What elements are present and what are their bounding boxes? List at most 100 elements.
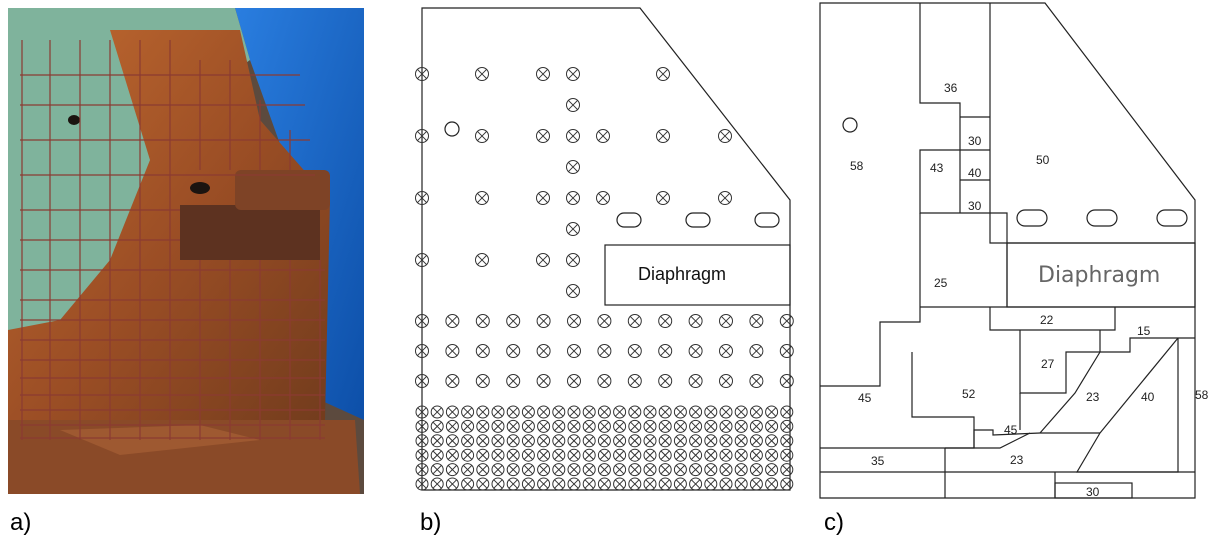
region-boundaries [820, 3, 1195, 499]
measurement-point-icon [566, 222, 580, 236]
measurement-point-icon [658, 344, 673, 358]
measurement-point-icon [537, 448, 551, 462]
measurement-point-icon [445, 419, 459, 433]
measurement-point-icon [597, 344, 612, 358]
measurement-point-icon [537, 405, 551, 419]
region-value: 45 [1004, 423, 1018, 437]
measurement-point-icon [628, 405, 642, 419]
region-value: 40 [968, 166, 982, 180]
measurement-point-icon [749, 374, 764, 388]
measurement-points [415, 67, 794, 491]
measurement-point-icon [689, 434, 703, 448]
region-value: 58 [850, 159, 864, 173]
hole-icon [190, 182, 210, 194]
diaphragm-box [1006, 242, 1196, 308]
measurement-point-icon [719, 419, 733, 433]
measurement-point-icon [491, 477, 505, 491]
measurement-point-icon [445, 434, 459, 448]
measurement-point-icon [567, 344, 581, 358]
measurement-point-icon [718, 129, 732, 143]
region-value: 43 [930, 161, 944, 175]
measurement-point-icon [552, 419, 566, 433]
measurement-point-icon [689, 448, 703, 462]
measurement-point-icon [552, 477, 566, 491]
measurement-point-icon [506, 463, 520, 477]
measurement-point-icon [552, 405, 566, 419]
measurement-point-icon [704, 463, 718, 477]
measurement-point-icon [597, 314, 612, 328]
region-values: 58 36 30 43 40 30 50 25 22 15 27 52 23 4… [850, 81, 1209, 499]
measurement-point-icon [536, 191, 550, 205]
measurement-point-icon [537, 434, 551, 448]
measurement-point-icon [765, 405, 779, 419]
measurement-point-icon [688, 374, 703, 388]
slot-icon [1156, 209, 1188, 227]
measurement-point-icon [430, 434, 444, 448]
measurement-point-icon [536, 344, 551, 358]
measurement-point-icon [643, 477, 657, 491]
measurement-point-icon [552, 434, 566, 448]
measurement-point-icon [765, 434, 779, 448]
measurement-point-icon [475, 129, 489, 143]
region-value: 30 [968, 199, 982, 213]
measurement-point-icon [567, 434, 581, 448]
measurement-point-icon [430, 405, 444, 419]
slot-icon [1016, 209, 1048, 227]
measurement-point-icon [415, 463, 429, 477]
measurement-point-icon [688, 314, 703, 328]
measurement-point-icon [566, 67, 580, 81]
region-value: 22 [1040, 313, 1054, 327]
measurement-point-icon [780, 419, 794, 433]
measurement-point-icon [475, 314, 490, 328]
measurement-point-icon [689, 463, 703, 477]
region-value: 15 [1137, 324, 1151, 338]
region-value: 30 [968, 134, 982, 148]
measurement-point-icon [779, 374, 794, 388]
region-value: 23 [1010, 453, 1024, 467]
measurement-point-icon [658, 448, 672, 462]
measurement-point-icon [506, 419, 520, 433]
region-value: 27 [1041, 357, 1055, 371]
measurement-point-icon [658, 405, 672, 419]
measurement-point-icon [506, 314, 521, 328]
measurement-point-icon [566, 253, 580, 267]
measurement-point-icon [415, 405, 429, 419]
measurement-point-icon [582, 448, 596, 462]
measurement-point-icon [475, 191, 489, 205]
diaphragm-label: Diaphragm [1038, 263, 1160, 288]
measurement-point-icon [521, 463, 535, 477]
region-value: 23 [1086, 390, 1100, 404]
measurement-point-icon [415, 434, 429, 448]
measurement-point-icon [461, 463, 475, 477]
measurement-point-icon [613, 405, 627, 419]
measurement-point-icon [734, 419, 748, 433]
measurement-point-icon [415, 419, 429, 433]
measurement-point-icon [521, 477, 535, 491]
measurement-point-icon [749, 344, 764, 358]
measurement-point-icon [780, 405, 794, 419]
measurement-point-icon [627, 314, 642, 328]
measurement-point-icon [476, 463, 490, 477]
measurement-point-icon [491, 419, 505, 433]
measurement-point-icon [597, 419, 611, 433]
measurement-point-icon [475, 374, 490, 388]
measurement-point-icon [506, 477, 520, 491]
measurement-point-icon [430, 419, 444, 433]
measurement-point-icon [749, 434, 763, 448]
measurement-point-icon [673, 448, 687, 462]
measurement-point-icon [613, 419, 627, 433]
measurement-point-icon [475, 253, 489, 267]
measurement-point-icon [597, 405, 611, 419]
measurement-point-icon [673, 405, 687, 419]
measurement-point-icon [445, 405, 459, 419]
measurement-point-icon [566, 160, 580, 174]
measurement-point-icon [445, 314, 460, 328]
measurement-point-icon [552, 448, 566, 462]
hole-icon [842, 117, 858, 133]
measurement-point-icon [658, 477, 672, 491]
measurement-point-icon [445, 374, 460, 388]
panel-a-photo [8, 8, 364, 494]
measurement-point-icon [445, 344, 460, 358]
measurement-point-icon [506, 434, 520, 448]
measurement-point-icon [643, 405, 657, 419]
